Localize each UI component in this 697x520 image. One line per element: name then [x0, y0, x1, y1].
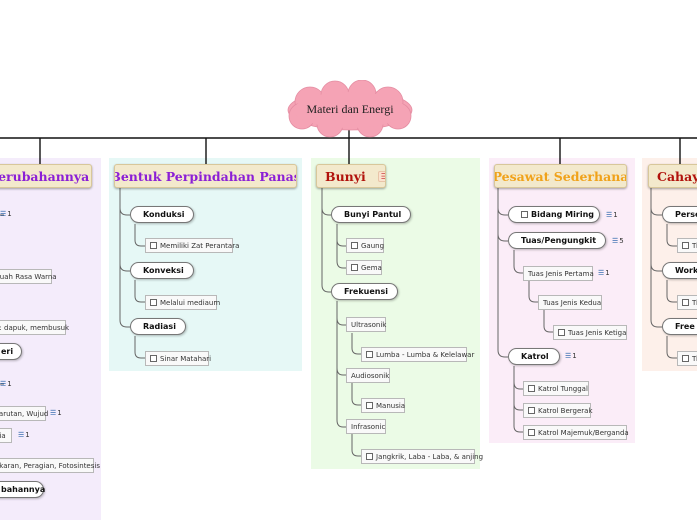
- category-title: Perubahannya: [0, 168, 90, 184]
- subtopic-node[interactable]: Tuas Jenis Pertama: [523, 266, 594, 281]
- leaf-node[interactable]: Manusia: [361, 398, 405, 413]
- topic-node[interactable]: Perse: [662, 206, 697, 223]
- checkbox-icon[interactable]: [366, 453, 373, 460]
- children-count: ☰1: [0, 210, 12, 218]
- category-perpindahan-panas[interactable]: Bentuk Perpindahan Panas: [114, 164, 297, 188]
- checkbox-icon[interactable]: [366, 351, 373, 358]
- children-count: ☰1: [50, 409, 62, 417]
- children-count: ☰1: [0, 380, 12, 388]
- topic-katrol[interactable]: Katrol: [508, 348, 560, 365]
- topic-konduksi[interactable]: Konduksi: [130, 206, 194, 223]
- checkbox-icon[interactable]: [682, 242, 689, 249]
- leaf-node[interactable]: nia: [0, 428, 12, 443]
- leaf-node[interactable]: Gema: [346, 260, 382, 275]
- leaf-node[interactable]: Melalui mediaum: [145, 295, 220, 310]
- leaf-node[interactable]: Ti: [677, 238, 697, 253]
- children-count: ☰1: [18, 431, 30, 439]
- category-cahaya[interactable]: Cahaya: [648, 164, 697, 188]
- leaf-node[interactable]: Tuas Jenis Ketiga: [553, 325, 627, 340]
- subtopic-node[interactable]: Tuas Jenis Kedua: [538, 295, 602, 310]
- subtopic-node[interactable]: Infrasonic: [346, 419, 386, 434]
- leaf-node[interactable]: akaran, Peragian, Fotosintesis: [0, 458, 100, 473]
- root-topic[interactable]: Materi dan Energi: [280, 80, 420, 138]
- leaf-node[interactable]: Ti: [677, 351, 697, 366]
- checkbox-icon[interactable]: [528, 407, 535, 414]
- children-count: ☰1: [565, 352, 577, 360]
- category-pesawat-sederhana[interactable]: Pesawat Sederhana: [494, 164, 627, 188]
- topic-frekuensi[interactable]: Frekuensi: [331, 283, 398, 300]
- children-count-badge: ☰ 1: [377, 170, 385, 182]
- category-title: Cahaya: [657, 168, 697, 184]
- subtopic-node[interactable]: Ultrasonik: [346, 317, 386, 332]
- topic-konveksi[interactable]: Konveksi: [130, 262, 194, 279]
- leaf-node[interactable]: Larutan, Wujud: [0, 406, 48, 421]
- checkbox-icon[interactable]: [366, 402, 373, 409]
- checkbox-icon[interactable]: [150, 242, 157, 249]
- leaf-node[interactable]: Lumba - Lumba & Kelelawar: [361, 347, 474, 362]
- leaf-node[interactable]: Ti: [677, 295, 697, 310]
- leaf-node[interactable]: Memiliki Zat Perantara: [145, 238, 239, 253]
- topic-bunyi-pantul[interactable]: Bunyi Pantul: [331, 206, 411, 223]
- category-perubahan[interactable]: Perubahannya ☰ 1: [0, 164, 92, 188]
- topic-bidang-miring[interactable]: Bidang Miring: [508, 206, 600, 223]
- leaf-node[interactable]: Buah Rasa Warna: [0, 269, 57, 284]
- topic-node[interactable]: Work: [662, 262, 697, 279]
- topic-node[interactable]: eri: [0, 343, 22, 360]
- checkbox-icon[interactable]: [150, 299, 157, 306]
- root-cloud-shape: [287, 80, 413, 138]
- root-title: Materi dan Energi: [306, 101, 394, 116]
- leaf-node[interactable]: Gaung: [346, 238, 384, 253]
- checkbox-icon[interactable]: [528, 385, 535, 392]
- leaf-node[interactable]: n: dapuk, membusuk: [0, 320, 69, 335]
- children-count: ☰1: [598, 269, 610, 277]
- category-title: Pesawat Sederhana: [494, 168, 627, 184]
- leaf-node[interactable]: Jangkrik, Laba - Laba, & anjing: [361, 449, 483, 464]
- category-title: Bentuk Perpindahan Panas: [114, 168, 297, 184]
- checkbox-icon[interactable]: [521, 211, 528, 218]
- checkbox-icon[interactable]: [150, 355, 157, 362]
- leaf-node[interactable]: Katrol Tunggal: [523, 381, 589, 396]
- children-count: ☰5: [612, 237, 624, 245]
- category-bunyi[interactable]: Bunyi ☰ 1: [316, 164, 386, 188]
- panel-bunyi: [311, 158, 480, 469]
- checkbox-icon[interactable]: [351, 264, 358, 271]
- checkbox-icon[interactable]: [351, 242, 358, 249]
- checkbox-icon[interactable]: [682, 355, 689, 362]
- leaf-node[interactable]: Katrol Majemuk/Berganda: [523, 425, 629, 440]
- checkbox-icon[interactable]: [528, 429, 535, 436]
- topic-tuas-pengungkit[interactable]: Tuas/Pengungkit: [508, 232, 606, 249]
- category-title: Bunyi: [325, 168, 366, 184]
- subtopic-node[interactable]: Audiosonik: [346, 368, 390, 383]
- topic-radiasi[interactable]: Radiasi: [130, 318, 186, 335]
- children-count: ☰1: [606, 211, 618, 219]
- leaf-node[interactable]: Sinar Matahari: [145, 351, 211, 366]
- leaf-node[interactable]: Katrol Bergerak: [523, 403, 593, 418]
- checkbox-icon[interactable]: [682, 299, 689, 306]
- topic-node[interactable]: bahannya: [0, 481, 45, 498]
- checkbox-icon[interactable]: [558, 329, 565, 336]
- topic-node[interactable]: Free: [662, 318, 697, 335]
